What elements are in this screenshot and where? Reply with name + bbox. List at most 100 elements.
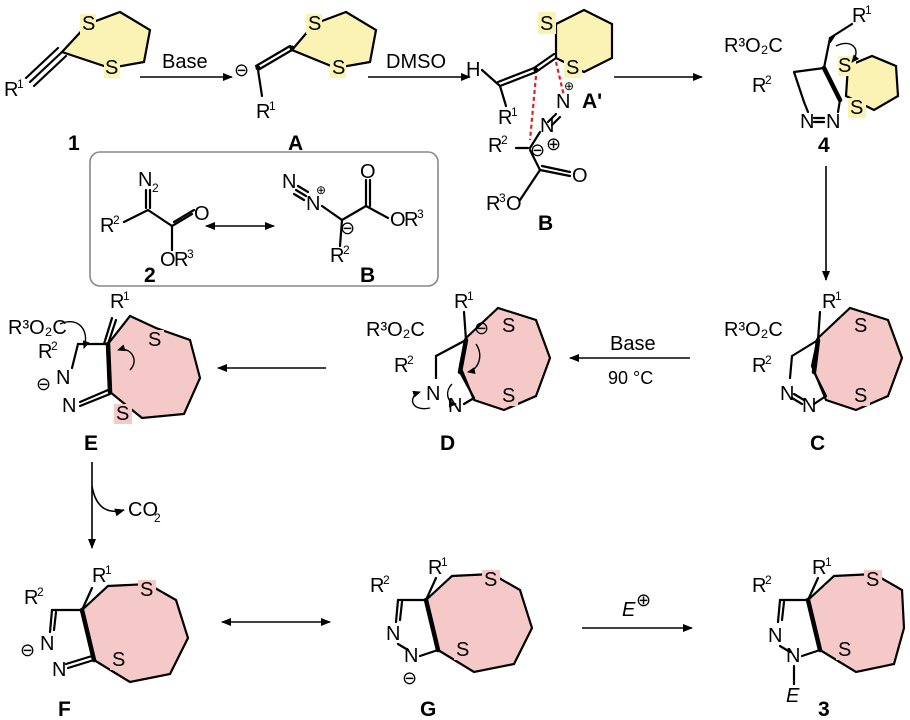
compound-label: F [58, 698, 71, 720]
temperature-label: 90 °C [608, 368, 653, 388]
svg-text:⊖: ⊖ [402, 668, 417, 688]
svg-text:1: 1 [105, 563, 112, 577]
svg-text:2: 2 [343, 243, 350, 257]
svg-text:⊕: ⊕ [546, 134, 561, 154]
svg-text:N: N [768, 625, 782, 647]
svg-text:N: N [40, 633, 54, 655]
svg-text:R: R [752, 355, 766, 377]
svg-text:N: N [386, 623, 400, 645]
svg-text:⊕: ⊕ [564, 79, 574, 93]
svg-text:R: R [454, 291, 468, 313]
svg-text:S: S [112, 649, 125, 671]
svg-text:S: S [854, 315, 867, 337]
intermediate-A: S S ⊖ R 1 A [234, 10, 378, 155]
svg-text:1: 1 [825, 555, 832, 569]
electron-push-arrow [59, 321, 90, 349]
svg-text:3: 3 [417, 207, 424, 221]
solvent-label: DMSO [386, 51, 446, 73]
svg-text:R: R [486, 193, 500, 215]
svg-text:R: R [38, 341, 52, 363]
svg-text:1: 1 [269, 99, 276, 113]
svg-text:1: 1 [441, 555, 448, 569]
eight-membered-ring [424, 572, 534, 674]
svg-text:E: E [786, 685, 800, 707]
svg-text:O: O [194, 203, 210, 225]
svg-text:S: S [140, 579, 153, 601]
svg-text:1: 1 [511, 105, 518, 119]
compound-label: A [288, 132, 303, 155]
svg-text:2: 2 [152, 181, 159, 195]
compound-label: G [420, 698, 436, 720]
svg-text:R: R [752, 75, 766, 97]
eight-membered-ring [458, 306, 552, 412]
svg-text:R: R [174, 249, 188, 271]
svg-text:R: R [428, 557, 442, 579]
resonance-box: N 2 R 2 O O R 3 2 N N ⊕ ⊖ O O R 3 R 2 B [89, 151, 439, 287]
electron-push-arrow [411, 390, 431, 410]
svg-text:R: R [488, 135, 502, 157]
svg-text:R³O₂C: R³O₂C [724, 35, 783, 57]
svg-text:⊖: ⊖ [20, 640, 35, 660]
svg-text:N: N [138, 169, 152, 191]
svg-text:1: 1 [467, 289, 474, 303]
svg-text:R: R [24, 587, 38, 609]
svg-text:N: N [786, 645, 800, 667]
svg-text:S: S [566, 57, 579, 79]
sulfur-atom: S [105, 57, 118, 79]
svg-text:N: N [826, 111, 840, 133]
compound-label: B [360, 264, 375, 287]
svg-text:2: 2 [407, 353, 414, 367]
compound-label: B [538, 212, 553, 235]
electron-push-arrow [117, 344, 135, 371]
reagent-label: Base [162, 51, 208, 73]
carbanion-charge: ⊖ [234, 60, 249, 80]
svg-text:S: S [838, 639, 851, 661]
svg-text:R: R [394, 355, 408, 377]
svg-text:O: O [390, 209, 406, 231]
svg-text:R: R [822, 291, 836, 313]
svg-text:N: N [306, 193, 320, 215]
svg-text:N: N [556, 91, 570, 113]
svg-text:S: S [308, 13, 321, 35]
svg-text:R: R [812, 557, 826, 579]
svg-text:2: 2 [113, 213, 120, 227]
svg-text:N: N [802, 395, 816, 417]
svg-text:S: S [456, 639, 469, 661]
svg-text:1: 1 [123, 289, 130, 303]
reagent-label: Base [610, 333, 656, 355]
svg-text:2: 2 [765, 353, 772, 367]
svg-text:S: S [484, 569, 497, 591]
svg-text:S: S [148, 329, 161, 351]
svg-text:S: S [854, 385, 867, 407]
intermediate-E: S S R³O₂C R 2 N ⊖ N R 1 E [8, 289, 202, 455]
electron-push-arrow [467, 343, 481, 375]
svg-text:S: S [850, 97, 863, 119]
electron-push-arrow [446, 383, 457, 408]
svg-text:2: 2 [383, 573, 390, 587]
svg-text:R: R [370, 575, 384, 597]
intermediate-F: S S R 2 N ⊖ N R 1 F [20, 563, 190, 720]
svg-text:N: N [800, 111, 814, 133]
svg-text:R: R [330, 245, 344, 267]
svg-text:S: S [116, 403, 129, 425]
svg-text:R³O₂C: R³O₂C [366, 319, 425, 341]
svg-text:⊖: ⊖ [340, 218, 355, 238]
svg-text:S: S [502, 385, 515, 407]
forming-bond [528, 75, 538, 141]
svg-text:O: O [572, 165, 588, 187]
svg-text:N: N [426, 383, 440, 405]
svg-text:⊕: ⊕ [636, 590, 651, 610]
intermediate-G: S S R 2 N N ⊖ R 1 G [370, 555, 534, 720]
svg-text:S: S [838, 55, 851, 77]
svg-text:N: N [780, 383, 794, 405]
svg-text:3: 3 [187, 247, 194, 261]
svg-text:R: R [110, 291, 124, 313]
svg-text:S: S [540, 13, 553, 35]
svg-text:R: R [752, 575, 766, 597]
svg-text:N: N [448, 395, 462, 417]
svg-text:⊖: ⊖ [36, 374, 51, 394]
svg-text:1: 1 [17, 77, 24, 91]
eight-membered-ring [80, 582, 190, 684]
svg-text:N: N [62, 395, 76, 417]
svg-text:O: O [360, 161, 376, 183]
